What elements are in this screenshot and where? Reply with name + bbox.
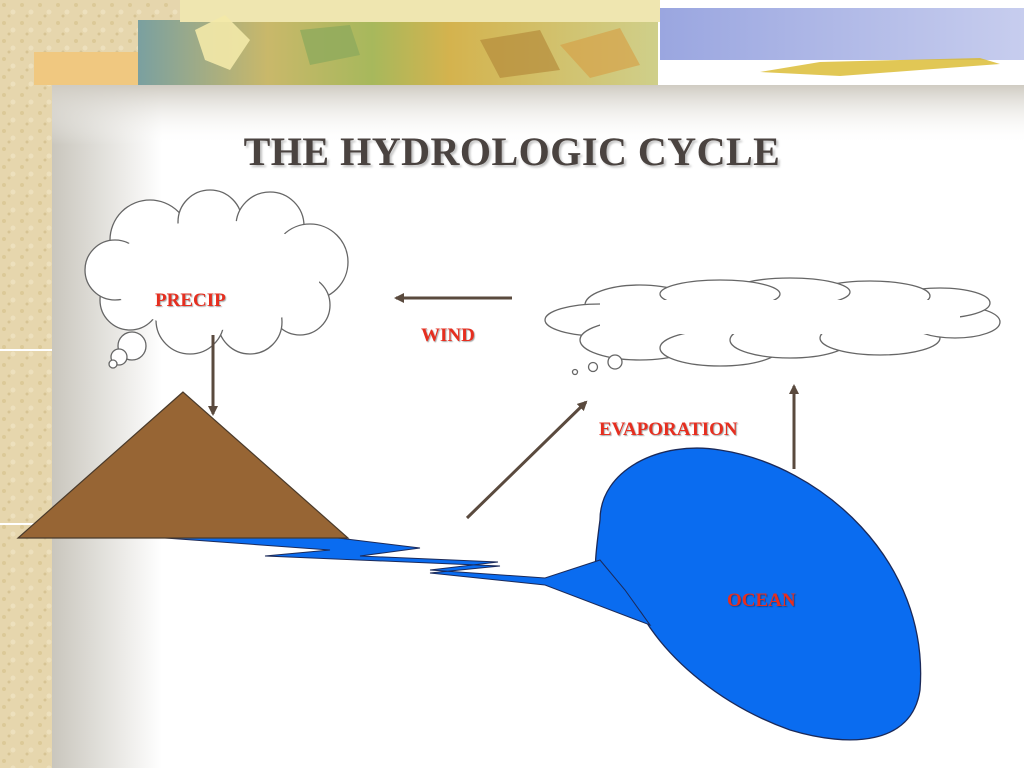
wind-label: WIND <box>421 325 475 346</box>
precip-label: PRECIP <box>155 290 226 311</box>
slide-title: THE HYDROLOGIC CYCLE <box>243 129 781 174</box>
evaporation-cloud <box>544 277 1001 367</box>
evaporation-diagonal-arrow <box>465 400 588 520</box>
evaporation-label: EVAPORATION <box>599 419 738 440</box>
river-shape <box>164 537 652 627</box>
precip-cloud-tail <box>108 331 147 369</box>
ocean-label: OCEAN <box>727 590 796 611</box>
evaporation-cloud-tail <box>571 354 623 376</box>
precip-cloud <box>84 189 349 355</box>
mountain-shape <box>16 391 350 539</box>
